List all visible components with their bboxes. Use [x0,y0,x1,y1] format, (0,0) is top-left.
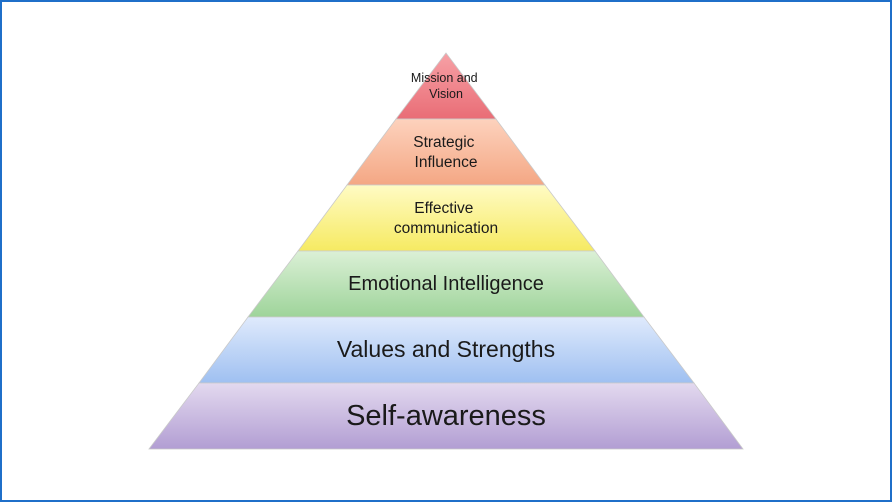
tier-strategic-label: Strategic Influence [413,134,478,171]
tier-self-label: Self-awareness [346,400,546,432]
tier-strategic-line-2: Influence [415,154,478,171]
tier-communication-shape [297,184,596,252]
tier-mission-label: Mission and Vision [411,71,481,101]
tier-communication-line-1: Effective [414,200,473,217]
tier-values-label: Values and Strengths [337,336,555,362]
tier-communication-label: Effective communication [394,200,498,237]
tier-communication-line-2: communication [394,220,498,237]
tier-mission-line-1: Mission and [411,71,478,85]
tier-mission-line-2: Vision [429,87,463,101]
tier-mission-shape [395,52,497,120]
tier-strategic-shape [346,118,546,186]
tier-self-shape [148,382,744,450]
tier-emotional-label: Emotional Intelligence [348,273,544,295]
tier-strategic-line-1: Strategic [413,134,474,151]
